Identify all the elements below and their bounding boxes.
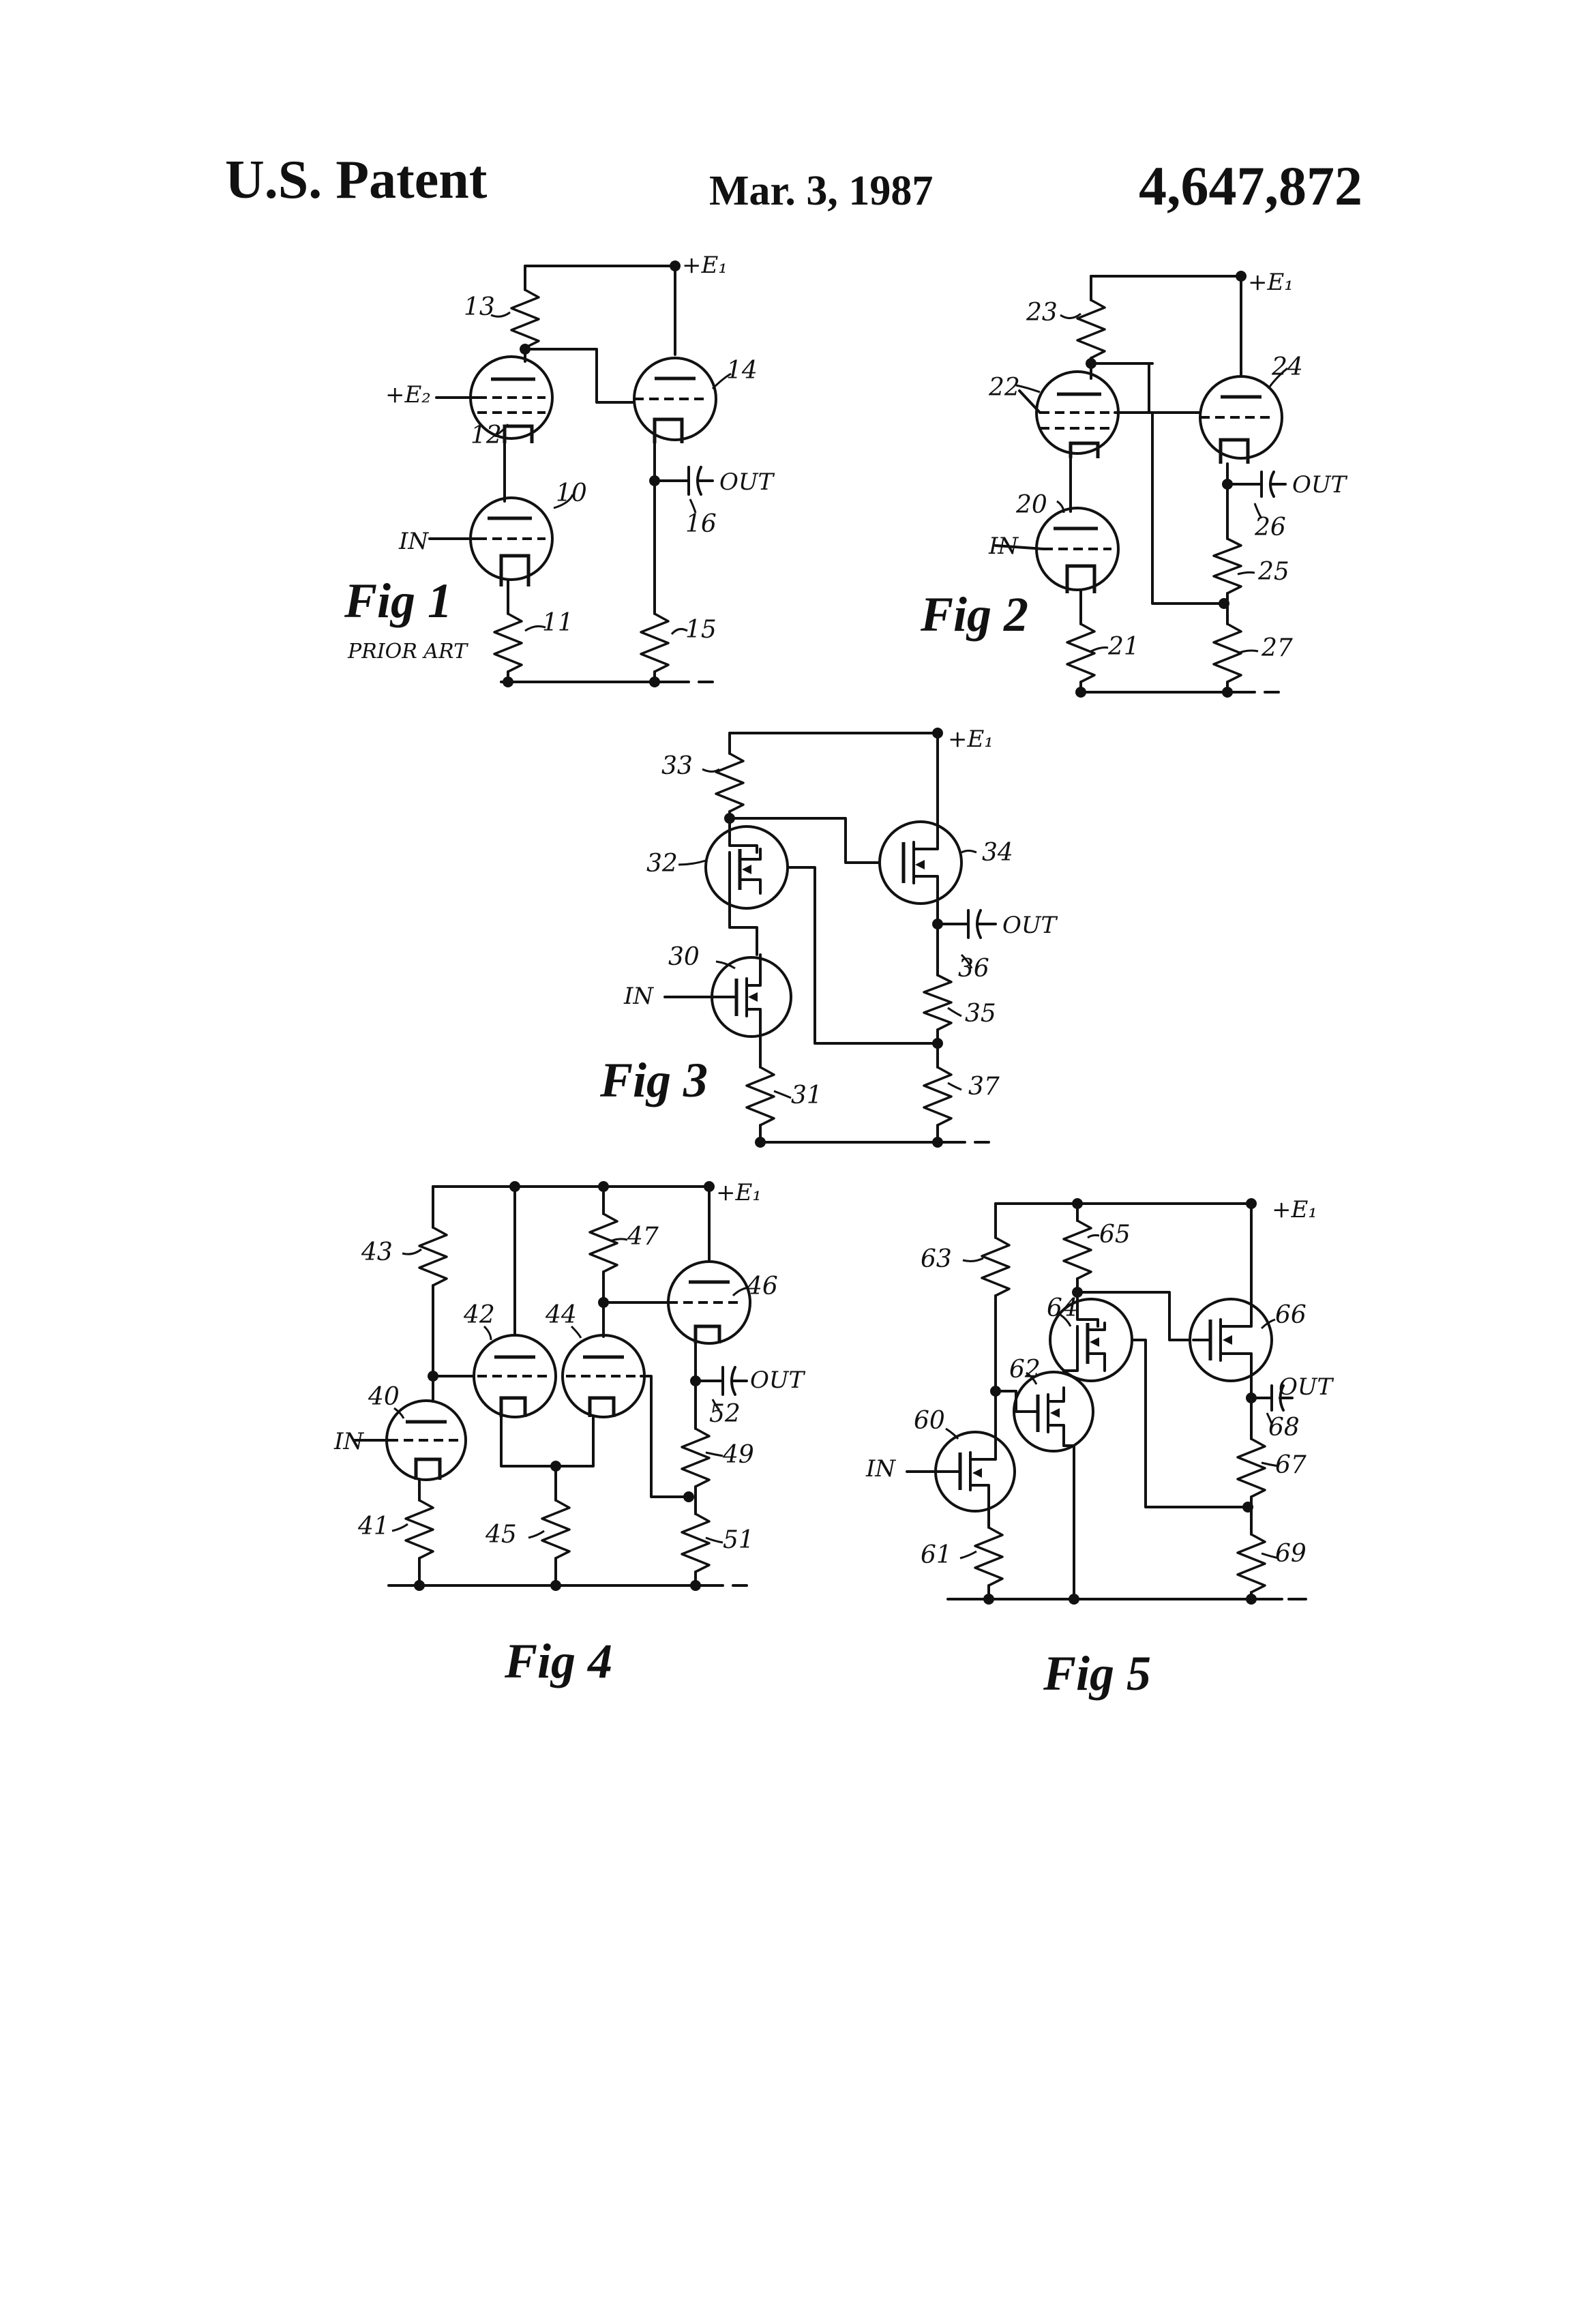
figure-2-caption: Fig 2 [920,587,1028,642]
label-e2: +E₂ [385,381,431,408]
resistor-37 [923,1066,953,1127]
label-e1-fig1: +E₁ [682,252,728,279]
label-out-fig5: OUT [1279,1373,1334,1401]
resistor-15 [640,612,670,673]
figure-5-circuit [906,1198,1307,1605]
label-in-fig3: IN [623,983,654,1010]
ref-51: 51 [723,1526,754,1554]
ref-43: 43 [361,1238,393,1266]
ref-11: 11 [542,609,573,637]
ref-47: 47 [627,1223,659,1251]
figure-4-circuit [353,1181,751,1591]
figure-4-caption: Fig 4 [504,1634,612,1688]
ref-32: 32 [646,850,678,878]
ref-63: 63 [921,1245,952,1273]
ref-14: 14 [726,357,758,385]
figure-3-circuit [663,728,997,1148]
ref-16: 16 [685,510,717,538]
ref-33: 33 [661,752,693,780]
resistor-43 [418,1226,448,1287]
resistor-51 [681,1513,711,1573]
ref-46: 46 [746,1272,778,1300]
label-in-fig2: IN [988,533,1019,560]
resistor-35 [923,974,953,1031]
ref-52: 52 [709,1400,741,1428]
resistor-61 [974,1526,1004,1587]
label-e1-fig3: +E₁ [948,726,994,753]
resistor-13 [510,288,540,349]
ref-61: 61 [921,1541,952,1569]
figure-1-note: PRIOR ART [347,640,468,664]
figure-1-caption: Fig 1 [344,573,452,628]
ref-23: 23 [1026,299,1058,327]
resistor-41 [404,1499,434,1560]
ref-35: 35 [965,1000,996,1028]
ref-49: 49 [722,1441,754,1469]
resistor-69 [1236,1533,1266,1594]
resistor-33 [715,752,745,813]
label-out-fig3: OUT [1002,912,1058,939]
resistor-67 [1236,1437,1266,1498]
ref-20: 20 [1015,491,1047,519]
ref-21: 21 [1107,633,1139,661]
ref-60: 60 [914,1407,945,1435]
figure-5-caption: Fig 5 [1043,1646,1151,1701]
ref-34: 34 [982,839,1013,867]
ref-67: 67 [1275,1451,1307,1479]
label-out-fig1: OUT [719,468,775,496]
label-e1-fig4: +E₁ [716,1179,762,1206]
ref-45: 45 [485,1521,517,1549]
ref-37: 37 [968,1073,1000,1101]
figure-1-circuit [428,260,732,687]
ref-30: 30 [668,943,700,971]
ref-62: 62 [1009,1356,1041,1384]
resistor-11 [493,612,523,673]
ref-24: 24 [1271,353,1303,381]
resistor-45 [541,1499,571,1560]
ref-31: 31 [791,1082,822,1109]
label-in-fig4: IN [333,1428,364,1455]
label-e1-fig2: +E₁ [1248,269,1294,296]
label-out-fig4: OUT [750,1367,806,1394]
ref-10: 10 [556,479,587,507]
resistor-21 [1066,623,1096,683]
ref-25: 25 [1257,558,1289,586]
ref-36: 36 [958,955,989,983]
resistor-27 [1212,623,1242,683]
ref-40: 40 [368,1383,400,1411]
ref-69: 69 [1275,1540,1307,1568]
header-patent-number: 4,647,872 [1139,155,1362,217]
header-left: U.S. Patent [225,150,488,210]
ref-42: 42 [463,1301,495,1329]
resistor-65 [1062,1219,1092,1280]
ref-15: 15 [685,616,717,644]
resistor-23 [1076,299,1106,359]
label-in-fig1: IN [398,528,429,555]
label-out-fig2: OUT [1292,471,1348,498]
resistor-47 [588,1212,618,1273]
ref-22: 22 [988,374,1020,402]
figure-2-circuit [994,271,1288,698]
ref-26: 26 [1254,513,1286,541]
ref-13: 13 [464,293,495,321]
label-e1-fig5: +E₁ [1272,1196,1317,1223]
ref-44: 44 [545,1301,577,1329]
ref-68: 68 [1268,1414,1300,1442]
resistor-49 [681,1427,711,1488]
ref-65: 65 [1099,1221,1131,1249]
ref-41: 41 [357,1513,389,1540]
resistor-31 [745,1066,775,1127]
label-in-fig5: IN [865,1455,896,1483]
figure-3-caption: Fig 3 [599,1053,708,1107]
ref-66: 66 [1275,1301,1307,1329]
resistor-63 [981,1236,1011,1297]
ref-12: 12 [471,421,502,449]
ref-27: 27 [1261,634,1293,662]
ref-64: 64 [1047,1294,1078,1322]
header-date: Mar. 3, 1987 [709,168,933,214]
resistor-25 [1212,537,1242,595]
